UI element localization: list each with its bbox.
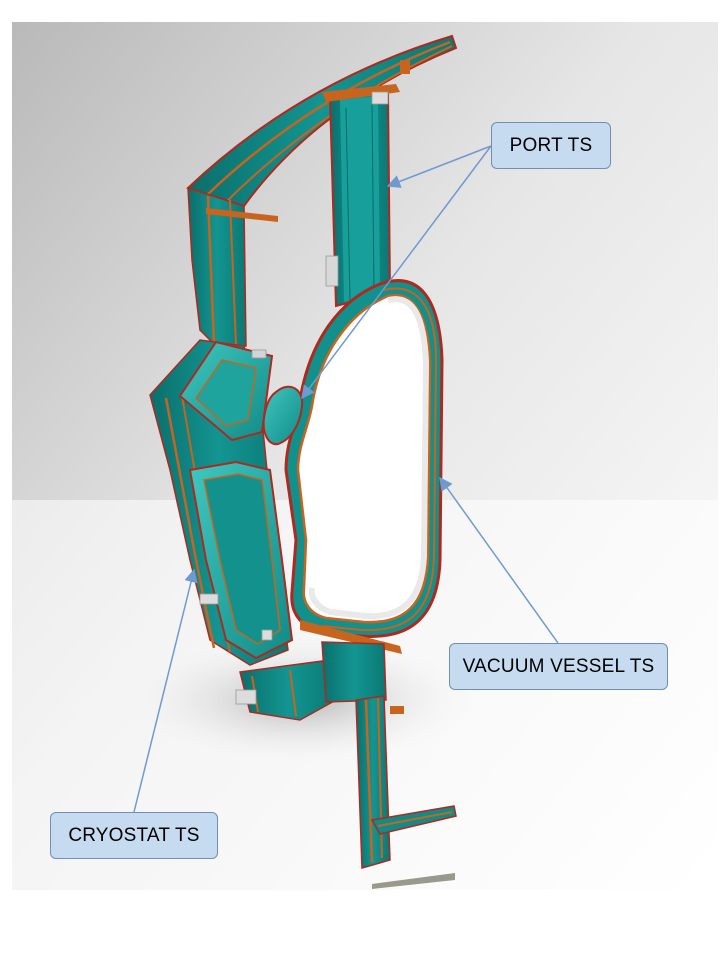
cryostat-thermal-shield (149, 34, 458, 721)
arrow-port-ts-to-bulge (301, 145, 492, 400)
bottom-fragment (372, 873, 455, 889)
arrow-port-ts-to-duct (386, 145, 492, 188)
arrow-vacuum-vessel-ts (439, 476, 559, 644)
hardware-details (199, 349, 273, 705)
lower-support-leg (321, 641, 457, 869)
port-thermal-shield (322, 60, 410, 308)
port-ts-label: PORT TS (491, 122, 611, 169)
cryostat-ts-label: CRYOSTAT TS (50, 812, 218, 859)
vacuum-vessel-thermal-shield (262, 279, 444, 654)
vacuum-vessel-ts-label: VACUUM VESSEL TS (449, 643, 668, 690)
arrow-cryostat-ts (133, 568, 198, 813)
